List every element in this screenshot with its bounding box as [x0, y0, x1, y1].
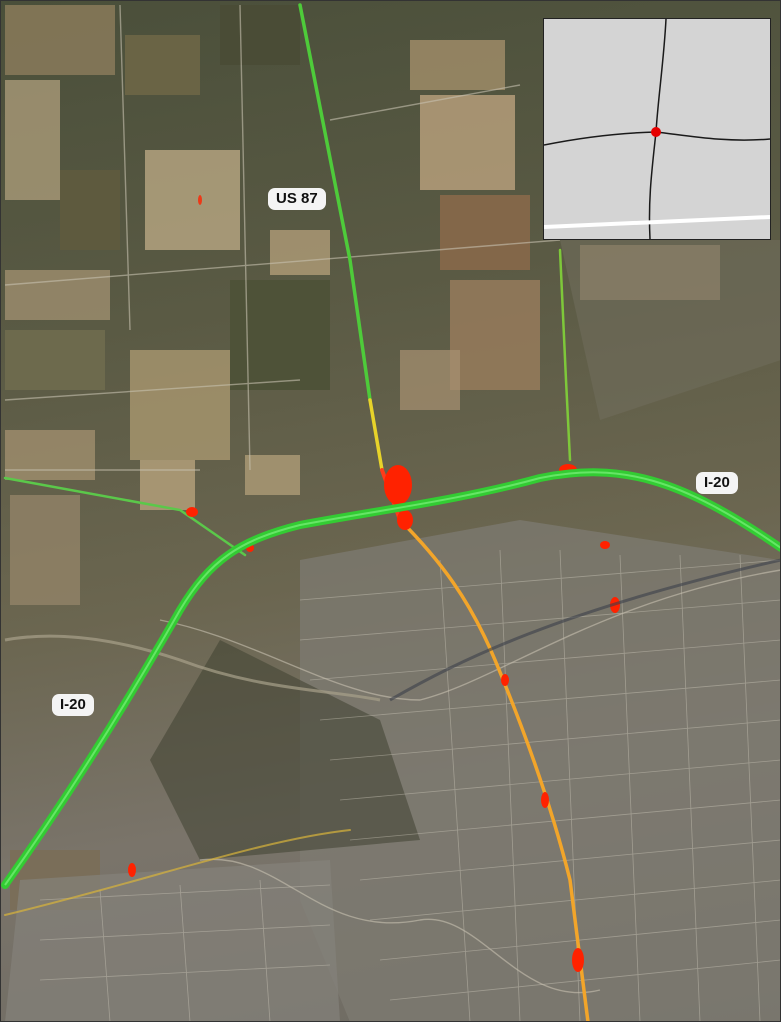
- inset-locator-map: [543, 18, 771, 240]
- inset-road-west: [544, 131, 657, 146]
- inset-interstate: [544, 215, 770, 229]
- inset-road-south: [648, 131, 657, 239]
- inset-road-east: [655, 131, 770, 141]
- railroad: [389, 558, 781, 702]
- congestion-hotspots: [128, 195, 620, 972]
- i20-east-label: I-20: [696, 472, 738, 494]
- us87-speed-corridor: [3, 3, 590, 1022]
- street-grid: [39, 549, 781, 1022]
- secondary-roads: [4, 4, 781, 994]
- us87-label: US 87: [268, 188, 326, 210]
- city-area: [5, 240, 781, 1022]
- inset-road-north: [655, 19, 667, 133]
- creek: [4, 634, 381, 702]
- i20-west-label: I-20: [52, 694, 94, 716]
- inset-canvas: [544, 19, 770, 239]
- inset-location-marker: [651, 127, 661, 137]
